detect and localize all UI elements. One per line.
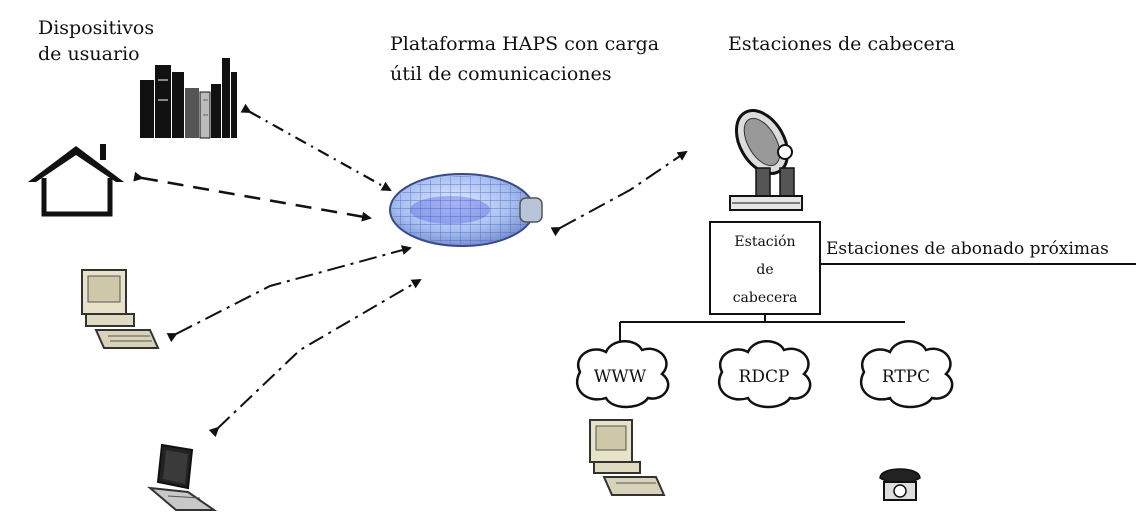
link-lines (133, 103, 688, 438)
laptop-icon (146, 443, 218, 511)
cloud-rdcp: RDCP (718, 340, 812, 409)
haps-airship-icon (389, 173, 543, 247)
head-stations-label: Estaciones de cabecera (728, 33, 955, 55)
desktop-computer-icon (81, 269, 160, 349)
head-box-line-2: de (756, 262, 773, 278)
head-station-box: Estación de cabecera (709, 221, 821, 315)
city-buildings-icon (140, 58, 237, 139)
head-box-line-1: Estación (734, 234, 795, 250)
cloud-rdcp-label: RDCP (739, 367, 790, 387)
cloud-rtpc-label: RTPC (882, 367, 930, 387)
haps-label-2: útil de comunicaciones (390, 63, 612, 85)
haps-label-1: Plataforma HAPS con carga (390, 33, 659, 55)
satellite-dish-icon (729, 109, 803, 211)
subscriber-stations-label: Estaciones de abonado próximas (826, 239, 1109, 259)
telephone-icon (879, 468, 921, 501)
user-devices-label-2: de usuario (38, 43, 140, 65)
user-devices-label-1: Dispositivos (38, 17, 154, 39)
head-box-line-3: cabecera (733, 290, 798, 306)
cloud-www-label: WWW (594, 367, 647, 387)
house-icon (28, 144, 124, 217)
cloud-rtpc: RTPC (860, 340, 954, 409)
desktop-computer-icon-2 (589, 419, 666, 496)
cloud-www: WWW (576, 340, 670, 409)
